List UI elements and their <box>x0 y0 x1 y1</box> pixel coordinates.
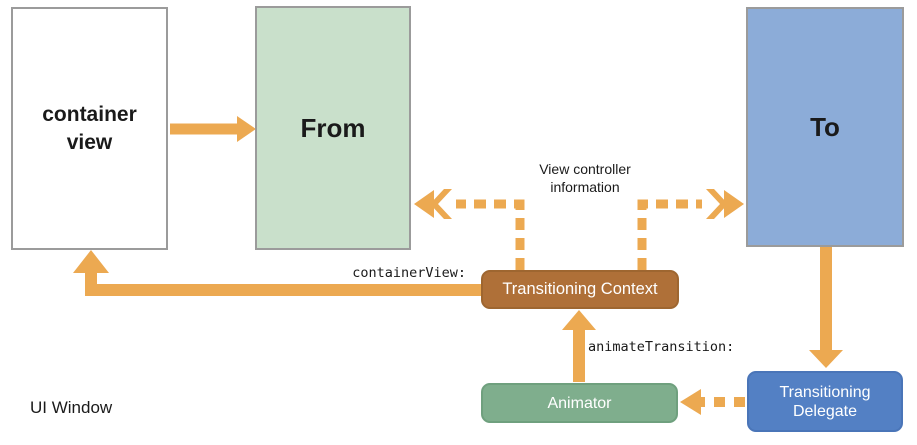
arrow-containerview-to-from <box>170 116 256 142</box>
arrow-context-to-to-dashed <box>637 189 744 270</box>
transitioning-context-box: Transitioning Context <box>481 270 679 309</box>
to-view-box: To <box>746 7 904 247</box>
view-controller-information-label: View controller information <box>504 160 666 196</box>
animator-box: Animator <box>481 383 678 423</box>
container-view-box: container view <box>11 7 168 250</box>
ui-window-label: UI Window <box>30 398 113 417</box>
view-controller-information-line1: View controller <box>539 161 631 177</box>
arrow-to-to-delegate <box>809 247 843 368</box>
animator-label: Animator <box>547 394 612 412</box>
view-controller-information-line2: information <box>550 179 620 195</box>
transitioning-delegate-label-line1: Transitioning <box>779 383 871 401</box>
from-view-box: From <box>255 6 411 250</box>
animatetransition-method-label: animateTransition: <box>588 339 735 355</box>
containerview-method-label: containerView: <box>352 265 466 281</box>
arrow-delegate-to-animator <box>680 389 745 415</box>
container-view-label-line2: view <box>66 130 113 154</box>
arrow-animator-to-context <box>562 310 596 382</box>
container-view-label-line1: container <box>42 102 137 126</box>
arrow-context-to-from-dashed <box>414 189 525 270</box>
arrow-context-to-containerview <box>73 250 481 296</box>
transitioning-delegate-box: Transitioning Delegate <box>747 371 903 432</box>
from-label: From <box>300 112 366 143</box>
to-label: To <box>810 111 840 142</box>
transitioning-delegate-label-line2: Delegate <box>792 402 858 420</box>
transitioning-context-label: Transitioning Context <box>502 280 658 298</box>
